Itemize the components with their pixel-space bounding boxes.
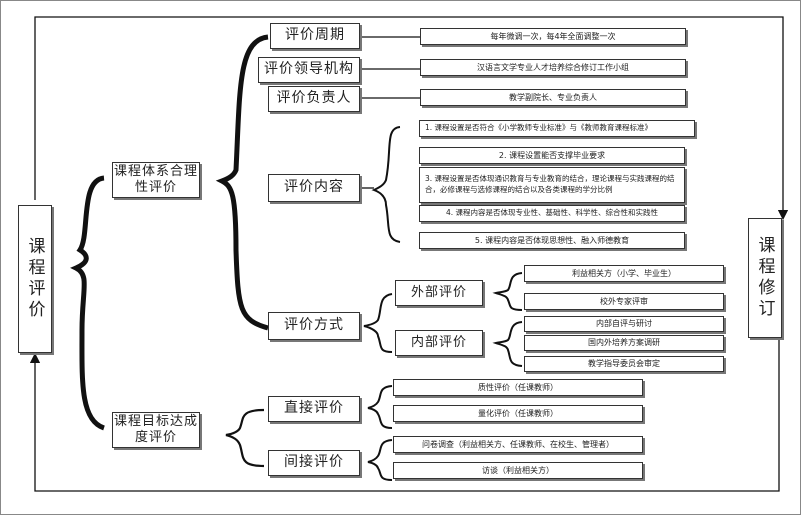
content-item-2-text: 2. 课程设置能否支撑毕业要求 — [498, 150, 606, 160]
external-item-2-text: 校外专家评审 — [600, 296, 648, 306]
node-goal-evaluation-label: 课程目标达成度评价 — [113, 413, 198, 445]
brace-root — [70, 175, 106, 431]
node-cycle: 评价周期 — [270, 23, 360, 49]
indirect-item-2-text: 访谈（利益相关方） — [482, 465, 554, 475]
node-leadership-label: 评价领导机构 — [264, 61, 354, 78]
direct-item-2-text: 量化评价（任课教师） — [478, 408, 558, 418]
brace-indirect — [367, 439, 393, 481]
detail-responsible-text: 教学副院长、专业负责人 — [509, 92, 597, 102]
node-direct-label: 直接评价 — [284, 400, 344, 417]
brace-internal — [492, 321, 523, 367]
root-course-evaluation: 课程评价 — [18, 205, 52, 353]
internal-item-1: 内部自评与研讨 — [524, 316, 724, 332]
content-item-4: 4. 课程内容是否体现专业性、基础性、科学性、综合性和实践性 — [419, 205, 685, 222]
external-item-1-text: 利益相关方（小学、毕业生） — [572, 268, 676, 278]
internal-item-2-text: 国内外培养方案调研 — [588, 338, 660, 347]
detail-leadership-text: 汉语言文学专业人才培养综合修订工作小组 — [477, 62, 629, 72]
detail-cycle: 每年微调一次，每4年全面调整一次 — [420, 28, 686, 45]
loop-bottom-line — [29, 340, 780, 492]
direct-item-1: 质性评价（任课教师） — [393, 379, 643, 396]
detail-cycle-text: 每年微调一次，每4年全面调整一次 — [490, 31, 616, 41]
content-item-1-text: 1. 课程设置是否符合《小学教师专业标准》与《教师教育课程标准》 — [425, 123, 653, 133]
node-cycle-label: 评价周期 — [285, 27, 345, 44]
content-item-1: 1. 课程设置是否符合《小学教师专业标准》与《教师教育课程标准》 — [419, 120, 695, 137]
node-external-label: 外部评价 — [410, 284, 467, 300]
node-methods-label: 评价方式 — [284, 317, 344, 334]
brace-content — [371, 126, 401, 243]
root-course-evaluation-label: 课程评价 — [24, 237, 45, 321]
node-content: 评价内容 — [268, 174, 360, 202]
indirect-item-1-text: 问卷调查（利益相关方、任课教师、在校生、管理者） — [422, 439, 614, 449]
node-indirect-label: 间接评价 — [284, 454, 344, 471]
node-internal-label: 内部评价 — [410, 334, 467, 350]
content-item-5: 5. 课程内容是否体现思想性、融入师德教育 — [419, 232, 685, 249]
node-responsible: 评价负责人 — [268, 86, 360, 112]
node-responsible-label: 评价负责人 — [276, 90, 352, 107]
node-system-evaluation-label: 课程体系合理性评价 — [113, 163, 198, 195]
loop-top-line — [34, 16, 789, 221]
internal-item-3: 教学指导委员会审定 — [524, 356, 724, 372]
node-internal: 内部评价 — [395, 330, 483, 356]
direct-item-2: 量化评价（任课教师） — [393, 405, 643, 422]
internal-item-1-text: 内部自评与研讨 — [596, 319, 652, 328]
internal-item-2: 国内外培养方案调研 — [524, 335, 724, 351]
node-content-label: 评价内容 — [284, 179, 344, 196]
detail-leadership: 汉语言文学专业人才培养综合修订工作小组 — [420, 59, 686, 76]
content-item-5-text: 5. 课程内容是否体现思想性、融入师德教育 — [474, 235, 630, 245]
brace-external — [492, 272, 523, 311]
content-item-3: 3. 课程设置是否体现通识教育与专业教育的结合，理论课程与实践课程的结合，必修课… — [419, 167, 685, 203]
content-item-2: 2. 课程设置能否支撑毕业要求 — [419, 147, 685, 164]
external-item-1: 利益相关方（小学、毕业生） — [524, 265, 724, 282]
root-course-revision: 课程修订 — [748, 218, 782, 338]
content-item-4-text: 4. 课程内容是否体现专业性、基础性、科学性、综合性和实践性 — [445, 208, 659, 218]
node-indirect: 间接评价 — [268, 450, 360, 476]
detail-responsible: 教学副院长、专业负责人 — [420, 89, 686, 106]
direct-item-1-text: 质性评价（任课教师） — [478, 382, 558, 392]
node-leadership: 评价领导机构 — [258, 57, 360, 83]
brace-goal — [225, 408, 265, 468]
brace-methods — [363, 293, 393, 353]
indirect-item-2: 访谈（利益相关方） — [393, 462, 643, 479]
node-system-evaluation: 课程体系合理性评价 — [112, 162, 200, 198]
node-goal-evaluation: 课程目标达成度评价 — [112, 412, 200, 448]
brace-direct — [367, 385, 393, 429]
root-course-revision-label: 课程修订 — [754, 236, 775, 320]
node-external: 外部评价 — [395, 280, 483, 306]
brace-system — [215, 34, 269, 331]
content-item-3-text: 3. 课程设置是否体现通识教育与专业教育的结合，理论课程与实践课程的结合，必修课… — [425, 174, 675, 194]
node-methods: 评价方式 — [268, 312, 360, 340]
indirect-item-1: 问卷调查（利益相关方、任课教师、在校生、管理者） — [393, 436, 643, 453]
internal-item-3-text: 教学指导委员会审定 — [588, 359, 660, 368]
external-item-2: 校外专家评审 — [524, 293, 724, 310]
node-direct: 直接评价 — [268, 396, 360, 422]
